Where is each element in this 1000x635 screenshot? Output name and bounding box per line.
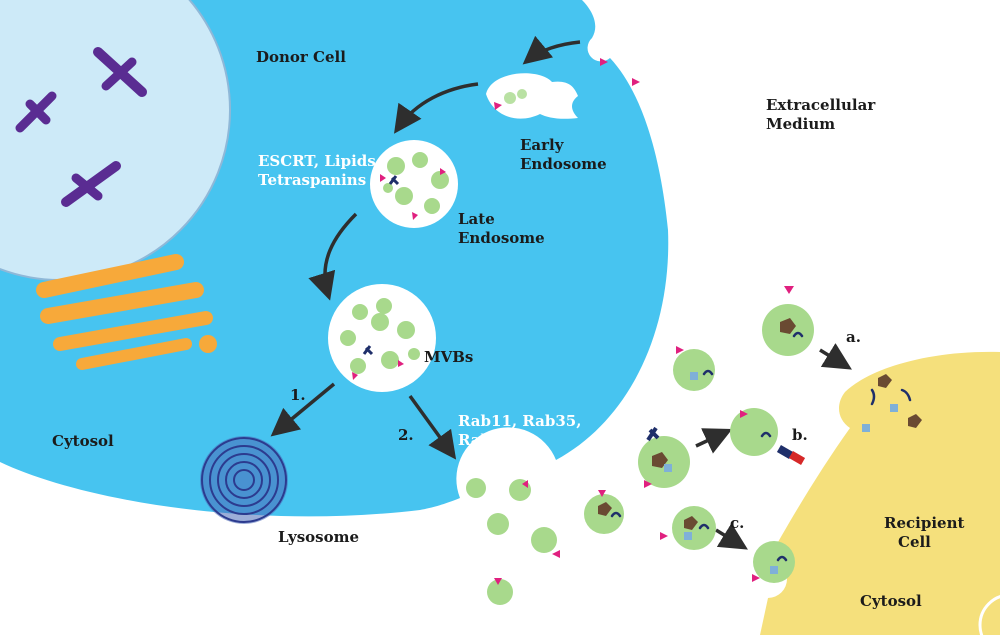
escrt-line-2: Tetraspanins <box>258 171 367 189</box>
late-endosome-label: Late Endosome <box>458 210 545 248</box>
route-a-label: a. <box>846 328 861 346</box>
late-endosome <box>370 140 458 228</box>
step-2-label: 2. <box>398 426 414 444</box>
rabs-line-1: Rab11, Rab35, <box>458 412 582 430</box>
arrow-to-early-endosome <box>522 35 581 65</box>
arrow-route-b <box>695 428 733 454</box>
recipient-line-1: Recipient <box>884 514 965 532</box>
recipient-cell-edge-circle <box>978 595 1000 635</box>
chromosome-icon <box>15 47 147 207</box>
golgi-apparatus <box>36 254 213 370</box>
extracellular-line-2: Medium <box>766 115 836 133</box>
route-b-label: b. <box>792 426 808 444</box>
extracellular-medium-label: Extracellular Medium <box>766 96 875 134</box>
arrow-to-membrane <box>408 394 457 460</box>
cytosol-right-label: Cytosol <box>860 592 922 610</box>
multivesicular-bodies <box>328 284 436 392</box>
lysosome-label: Lysosome <box>278 528 360 546</box>
early-endosome <box>486 73 578 119</box>
recipient-cell <box>760 351 1000 635</box>
arrow-to-late-endosome <box>394 82 479 134</box>
golgi-vesicle <box>199 335 217 353</box>
donor-cell-label: Donor Cell <box>256 48 346 66</box>
early-endosome-line-1: Early <box>520 136 564 154</box>
arrow-to-mvbs <box>308 212 358 301</box>
late-endosome-line-1: Late <box>458 210 495 228</box>
arrow-route-c <box>715 523 748 550</box>
late-endosome-line-2: Endosome <box>458 229 545 247</box>
receptor-ligand <box>776 445 806 465</box>
extracellular-line-1: Extracellular <box>766 96 876 114</box>
early-endosome-line-2: Endosome <box>520 155 607 173</box>
recipient-line-2: Cell <box>898 533 931 551</box>
step-1-label: 1. <box>290 386 306 404</box>
lysosome <box>200 436 288 524</box>
route-c-label: c. <box>730 514 745 532</box>
arrow-route-a <box>819 343 852 370</box>
escrt-label: ESCRT, Lipids Tetraspanins <box>258 152 376 190</box>
early-endosome-label: Early Endosome <box>520 136 607 174</box>
arrow-to-lysosome <box>270 382 336 437</box>
exosomes <box>466 58 922 605</box>
rabs-line-2: Rab27 <box>458 431 512 449</box>
recipient-cell-label: Recipient Cell <box>884 514 964 552</box>
mvbs-label: MVBs <box>424 348 474 366</box>
rabs-label: Rab11, Rab35, Rab27 <box>458 412 581 450</box>
cytosol-left-label: Cytosol <box>52 432 114 450</box>
escrt-line-1: ESCRT, Lipids <box>258 152 376 170</box>
